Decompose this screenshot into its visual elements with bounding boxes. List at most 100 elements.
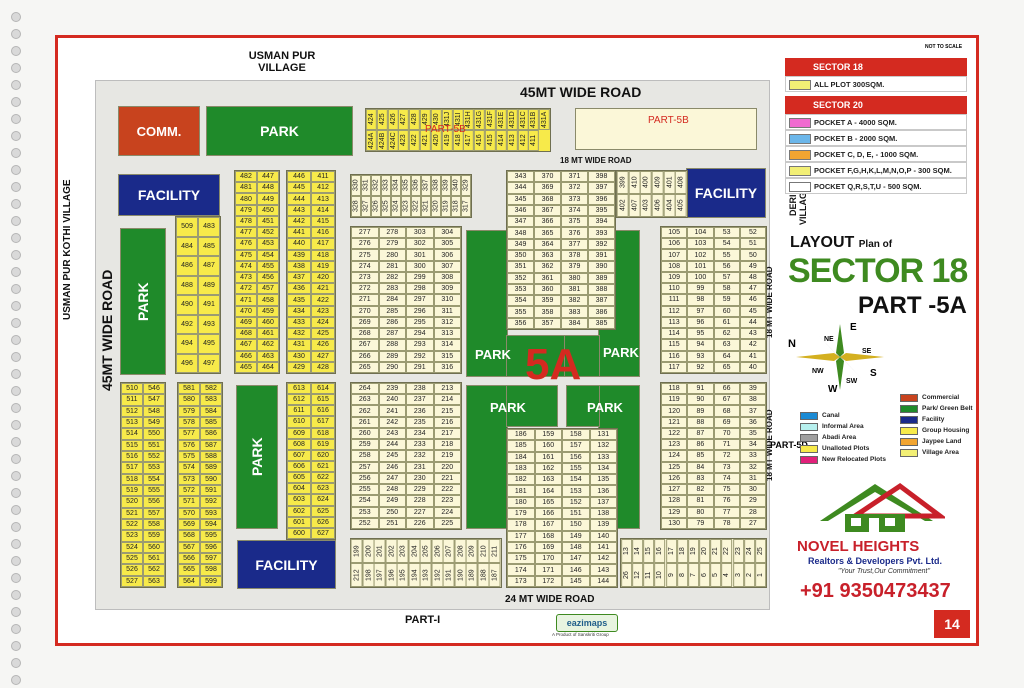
plot-number: 43 <box>739 328 766 340</box>
plot-number: 519 <box>121 484 143 497</box>
plot-number: 60 <box>713 305 740 317</box>
binder-ring <box>11 46 21 56</box>
plot-number: 385 <box>588 317 615 329</box>
binder-rings <box>8 0 22 688</box>
plot-number: 120 <box>661 405 688 417</box>
plot-number: 5 <box>710 563 722 587</box>
plot-number: 130 <box>661 517 688 529</box>
map-legend-item: Canal <box>800 410 886 421</box>
plot-number: 576 <box>178 439 200 451</box>
plot-number: 14 <box>632 539 644 563</box>
plot-number: 224 <box>433 506 461 518</box>
plot-number: 611 <box>287 405 311 417</box>
binder-ring <box>11 522 21 532</box>
road-label-left: 45MT WIDE ROAD <box>99 269 115 391</box>
plot-number: 408 <box>675 171 687 194</box>
plot-number: 18 <box>676 539 688 563</box>
legend-swatch <box>900 404 918 413</box>
plot-number: 8 <box>676 563 688 587</box>
plot-number: 496 <box>176 353 198 373</box>
plot-number: 398 <box>588 171 615 183</box>
compass-nw: NW <box>812 368 824 375</box>
plot-number: 95 <box>687 328 714 340</box>
plot-number: 427 <box>311 350 335 362</box>
park-center-2-label: PARK <box>603 345 639 360</box>
plot-number: 372 <box>561 182 588 194</box>
map-legend-item: Facility <box>900 414 973 425</box>
plot-number: 569 <box>178 518 200 531</box>
plot-number: 100 <box>687 271 714 284</box>
plot-number: 481 <box>235 182 257 194</box>
plot-number: 329 <box>461 175 471 196</box>
plot-number: 416 <box>311 227 335 239</box>
plot-number: 238 <box>406 383 434 395</box>
facility-top-right: FACILITY <box>686 168 766 218</box>
binder-ring <box>11 607 21 617</box>
plot-number: 448 <box>257 182 279 194</box>
legend-swatch <box>900 393 918 402</box>
plot-number: 460 <box>257 316 279 329</box>
plot-number: 406 <box>652 194 664 217</box>
plot-number: 146 <box>562 564 590 576</box>
plot-number: 233 <box>406 439 434 451</box>
map-legend-label: Informal Area <box>822 423 864 430</box>
plot-number: 183 <box>507 462 535 475</box>
plot-number: 478 <box>235 215 257 228</box>
part-title: PART -5A <box>858 292 967 319</box>
plot-number: 106 <box>661 238 688 250</box>
plot-number: 289 <box>378 350 406 362</box>
plot-number: 153 <box>562 485 590 497</box>
plot-number: 489 <box>198 275 220 295</box>
plot-number: 344 <box>507 182 534 194</box>
plot-number: 297 <box>406 294 434 306</box>
plot-number: 83 <box>687 472 714 485</box>
usman-pur-kothi-village-label: USMAN PUR KOTHI VILLAGE <box>62 179 73 321</box>
plot-number: 427 <box>398 109 410 130</box>
plot-number: 33 <box>739 450 766 462</box>
plot-number: 365 <box>534 227 561 239</box>
plot-number: 294 <box>406 328 434 340</box>
binder-ring <box>11 403 21 413</box>
plot-number: 591 <box>200 484 222 497</box>
plot-number: 115 <box>661 339 688 351</box>
park-center-3 <box>506 385 558 427</box>
plot-number: 164 <box>534 485 562 497</box>
binder-ring <box>11 573 21 583</box>
plot-number: 377 <box>561 238 588 250</box>
plot-number: 491 <box>198 295 220 315</box>
plot-number: 560 <box>143 541 165 553</box>
plot-number: 205 <box>420 539 432 563</box>
plot-number: 431G <box>474 109 486 130</box>
plot-number: 202 <box>385 539 398 563</box>
plot-number: 72 <box>713 450 740 462</box>
plot-number: 521 <box>121 507 143 519</box>
plot-number: 573 <box>178 473 200 485</box>
plot-number: 574 <box>178 462 200 474</box>
plot-number: 556 <box>143 496 165 508</box>
plot-number: 190 <box>454 563 467 587</box>
plot-number: 307 <box>433 260 461 272</box>
plot-number: 409 <box>652 171 664 194</box>
plot-number: 585 <box>200 416 222 429</box>
plot-number: 415 <box>485 130 496 151</box>
plot-number: 334 <box>391 175 401 196</box>
plot-number: 570 <box>178 507 200 519</box>
park-left-lower: PARK <box>236 385 278 529</box>
binder-ring <box>11 624 21 634</box>
plot-number: 136 <box>589 485 617 497</box>
binder-ring <box>11 675 21 685</box>
plot-number: 340 <box>451 175 461 196</box>
plot-number: 219 <box>433 450 461 462</box>
plot-number: 181 <box>507 485 535 497</box>
plot-number: 201 <box>374 539 386 563</box>
plot-number: 479 <box>235 204 257 216</box>
plot-number: 423 <box>311 305 335 317</box>
plot-number: 214 <box>433 394 461 406</box>
map-legend-label: New Relocated Plots <box>822 456 886 463</box>
plot-number: 616 <box>311 405 335 417</box>
plot-number: 226 <box>406 517 434 529</box>
plot-number: 118 <box>661 383 688 395</box>
plot-number: 559 <box>143 530 165 542</box>
plot-number: 64 <box>713 350 740 362</box>
plot-number: 36 <box>739 416 766 428</box>
